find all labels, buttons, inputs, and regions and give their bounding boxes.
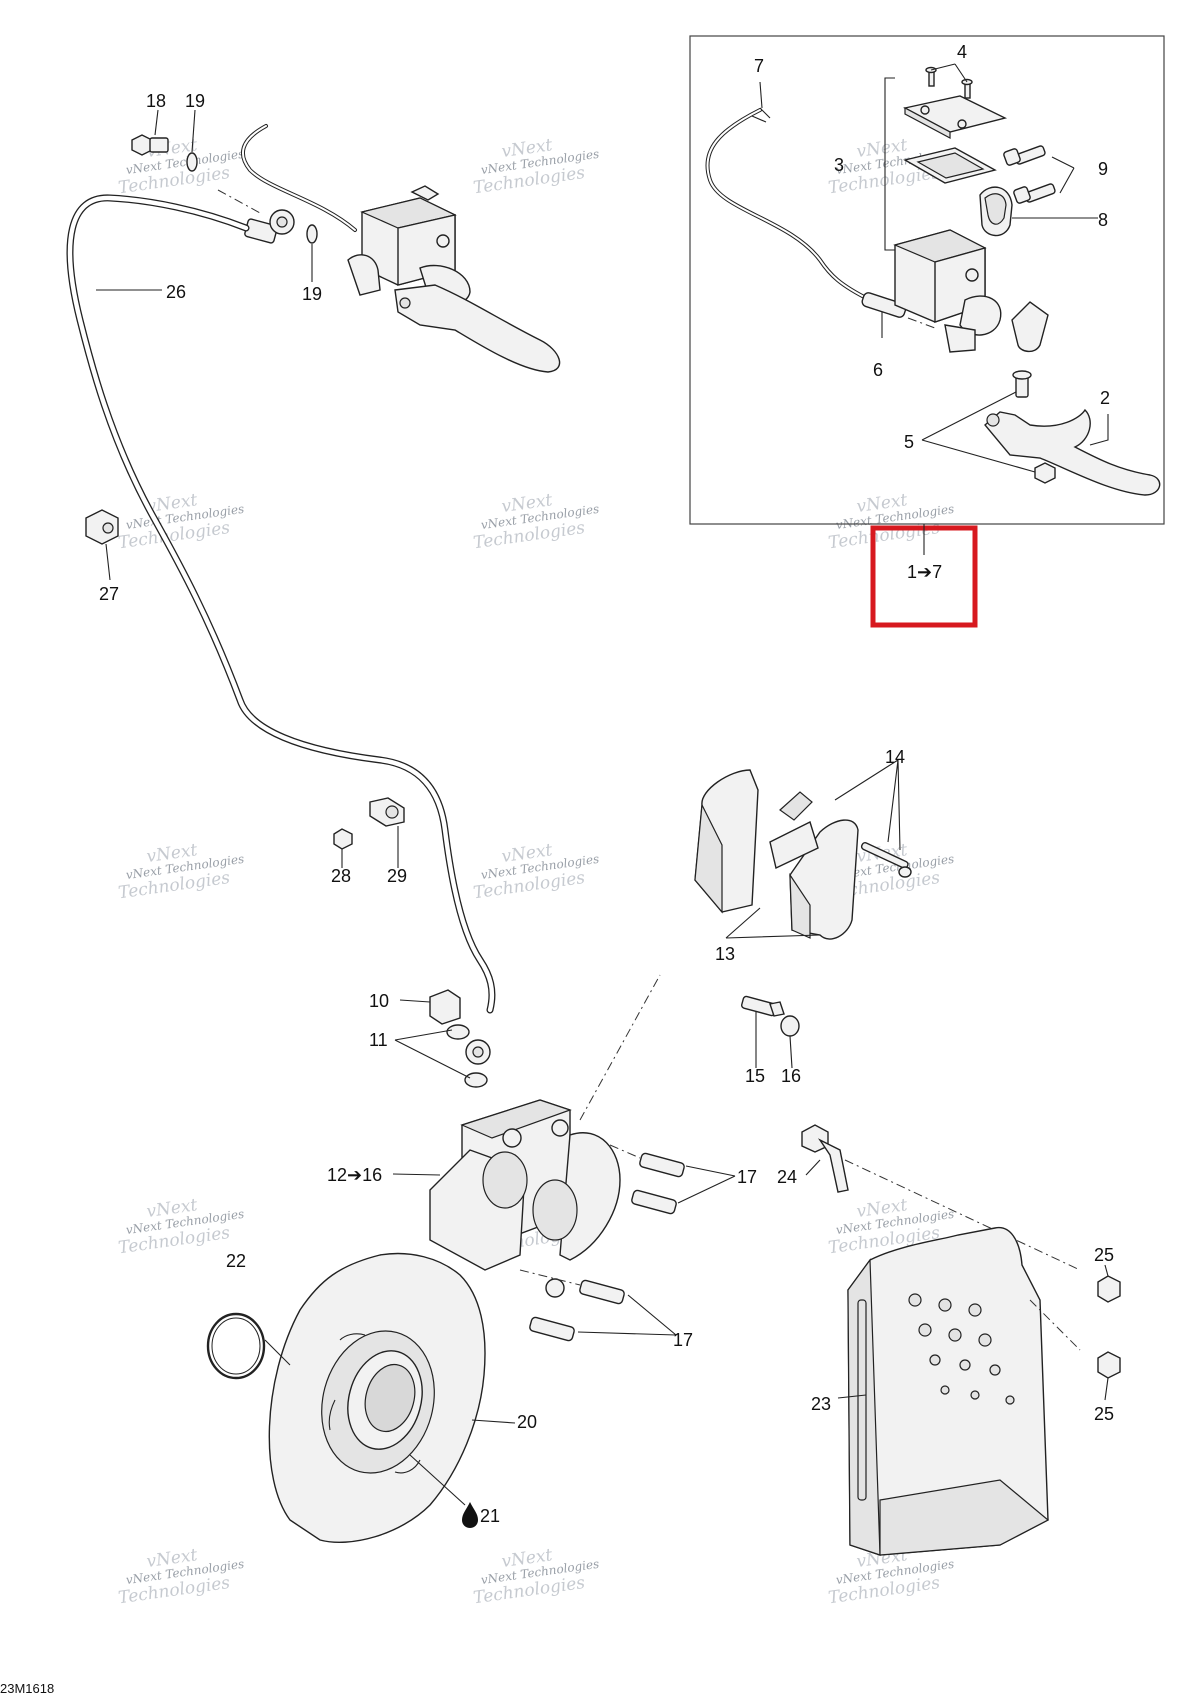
part-hose-tube [66,194,496,1014]
part-guard-nuts [1097,1275,1121,1379]
callout-5: 5 [904,432,914,452]
part-brake-caliper [429,974,661,1298]
watermark: vNext vNext Technologies Technologies [472,840,600,903]
part-cover-screws [925,66,973,99]
callout-9: 9 [1098,159,1108,179]
callout-29: 29 [387,866,407,886]
callout-4: 4 [957,42,967,62]
part-o-ring [206,1312,266,1380]
callout-labels: 7 4 3 9 8 6 2 5 1➔7 18 19 19 26 27 28 29… [0,42,1114,1696]
watermark: vNext vNext Technologies Technologies [117,1545,245,1608]
callout-25-bottom: 25 [1094,1404,1114,1424]
part-brake-line-wire [240,124,357,232]
callout-8: 8 [1098,210,1108,230]
pad-leaders [725,759,901,939]
callout-3: 3 [834,155,844,175]
part-pivot-bolt [1012,370,1032,398]
bolt-leaders [577,1165,736,1336]
watermark: vNext vNext Technologies Technologies [472,135,600,198]
watermark: vNext vNext Technologies Technologies [827,490,955,553]
part-splash-guard [847,1227,1081,1556]
watermark: vNext vNext Technologies Technologies [472,490,600,553]
part-master-cylinder [347,185,561,373]
part-master-cylinder-body [893,229,1002,353]
callout-1-7: 1➔7 [907,562,942,582]
disc-leaders [264,1339,516,1506]
part-brake-lever [984,408,1161,496]
part-brake-disc [268,1252,486,1543]
part-sealing-washer [186,152,318,244]
callout-14: 14 [885,747,905,767]
callout-19-bottom: 19 [302,284,322,304]
part-hose-bracket [369,797,405,827]
part-reservoir-cover [902,95,1008,139]
callout-27: 27 [99,584,119,604]
callout-2: 2 [1100,388,1110,408]
watermark-layer: vNext vNext Technologies Technologies vN… [117,135,955,1608]
callout-18: 18 [146,91,166,111]
callout-22: 22 [226,1251,246,1271]
part-hose-fitting [244,209,295,244]
callout-17-top: 17 [737,1167,757,1187]
callout-15: 15 [745,1066,765,1086]
callout-16: 16 [781,1066,801,1086]
callout-12-16: 12➔16 [327,1165,382,1185]
part-guard-bolt [801,1124,1081,1271]
part-bleeder-cap [780,1015,800,1037]
part-brake-switch [861,292,936,329]
guard-leaders [805,1159,1109,1401]
part-hose-clip [85,509,119,545]
watermark: vNext vNext Technologies Technologies [472,1545,600,1608]
watermark: vNext vNext Technologies Technologies [117,1195,245,1258]
callout-7: 7 [754,56,764,76]
callout-21: 21 [480,1506,500,1526]
part-pad-spring [769,791,819,870]
watermark: vNext vNext Technologies Technologies [117,490,245,553]
diagram-code: 23M1618 [0,1681,54,1696]
callout-20: 20 [517,1412,537,1432]
part-sensor-wire [705,107,872,302]
callout-25-top: 25 [1094,1245,1114,1265]
part-clamp-bolts [1003,145,1056,204]
part-bracket-nut [333,828,353,850]
main-leaders [96,109,793,1176]
part-brake-pads [694,769,859,940]
callout-19-top: 19 [185,91,205,111]
part-caliper-bolts [519,1144,685,1342]
inset-leaders [759,63,1109,473]
part-caliper-washers [446,1024,488,1088]
callout-23: 23 [811,1394,831,1414]
watermark: vNext vNext Technologies Technologies [117,840,245,903]
part-diaphragm [903,147,997,184]
part-banjo-bolt-caliper [429,989,461,1025]
grease-drop-icon [462,1502,478,1528]
callout-6: 6 [873,360,883,380]
part-handlebar-clamp [979,186,1013,237]
part-dust-boot [1011,301,1049,353]
part-banjo-bolt [131,134,169,156]
callout-26: 26 [166,282,186,302]
callout-11: 11 [369,1030,388,1050]
part-pivot-nut [1034,462,1056,484]
part-bleeder-screw [741,995,785,1017]
callout-17-bottom: 17 [673,1330,693,1350]
callout-24: 24 [777,1167,797,1187]
part-caliper-hose-end [465,1039,491,1065]
part-pad-pin [860,842,912,878]
callout-28: 28 [331,866,351,886]
callout-10: 10 [369,991,389,1011]
callout-13: 13 [715,944,735,964]
inset-frame [689,35,1165,525]
